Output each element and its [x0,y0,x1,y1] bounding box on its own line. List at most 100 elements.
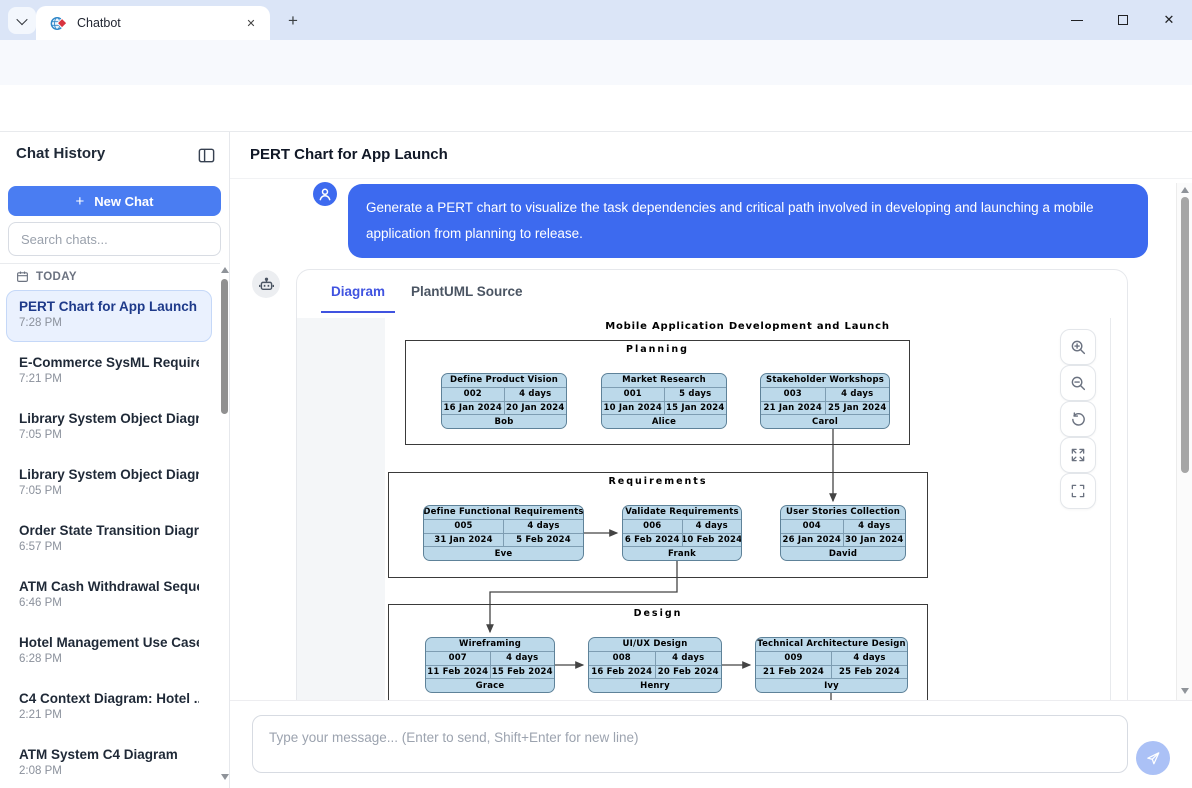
task-code: 008 [589,651,655,665]
sidebar-scrollbar[interactable] [220,263,229,788]
diagram-tabs: Diagram PlantUML Source [297,270,1127,318]
chat-history-list: PERT Chart for App Launch 7:28 PM E-Comm… [0,290,218,788]
task-start-date: 10 Jan 2024 [602,401,664,415]
chat-history-item[interactable]: Library System Object Diagr... 7:05 PM [6,458,212,510]
zoom-in-button[interactable] [1060,329,1096,365]
task-code: 003 [761,387,825,401]
maximize-icon [1118,15,1128,25]
task-duration: 4 days [682,519,741,533]
task-name: Define Product Vision [442,374,566,387]
window-close-button[interactable]: ✕ [1158,10,1180,30]
pert-chart-canvas: Mobile Application Development and Launc… [385,318,1110,700]
task-name: UI/UX Design [589,638,721,651]
browser-tab[interactable]: Chatbot ✕ [36,6,270,40]
scroll-up-icon[interactable] [1181,187,1189,193]
task-duration: 4 days [504,519,583,533]
scroll-up-icon[interactable] [221,267,229,273]
pert-task: Wireframing 007 4 days 11 Feb 2024 15 Fe… [425,637,555,693]
chat-history-item[interactable]: E-Commerce SysML Require... 7:21 PM [6,346,212,398]
pert-task: Market Research 001 5 days 10 Jan 2024 1… [601,373,727,429]
task-end-date: 15 Jan 2024 [664,401,726,415]
task-name: Validate Requirements [623,506,741,519]
chat-scrollbar-thumb[interactable] [1181,197,1189,473]
user-message-avatar [313,182,337,206]
window-maximize-button[interactable] [1112,10,1134,30]
chat-item-title: C4 Context Diagram: Hotel ... [19,691,199,706]
task-duration: 4 days [490,651,554,665]
new-chat-button[interactable]: +New Chat [8,186,221,216]
chat-item-time: 6:28 PM [19,653,62,665]
pert-task: Technical Architecture Design 009 4 days… [755,637,908,693]
task-name: Stakeholder Workshops [761,374,889,387]
messages-area: Generate a PERT chart to visualize the t… [230,178,1192,700]
chat-history-item[interactable]: Library System Object Diagr... 7:05 PM [6,402,212,454]
task-name: Technical Architecture Design [756,638,907,651]
minimize-icon [1071,19,1083,21]
chat-history-item[interactable]: C4 Context Diagram: Hotel ... 2:21 PM [6,682,212,734]
task-name: User Stories Collection [781,506,905,519]
chat-item-title: ATM System C4 Diagram [19,747,178,762]
chat-history-item[interactable]: Order State Transition Diagra... 6:57 PM [6,514,212,566]
new-tab-button[interactable]: + [288,11,298,30]
pert-task: Define Product Vision 002 4 days 16 Jan … [441,373,567,429]
task-owner: Frank [623,547,741,560]
tab-plantuml-source[interactable]: PlantUML Source [411,284,523,299]
task-owner: Eve [424,547,583,560]
task-end-date: 20 Feb 2024 [655,665,721,679]
chevron-down-icon [16,13,28,25]
chat-item-time: 6:57 PM [19,541,62,553]
task-start-date: 31 Jan 2024 [424,533,503,547]
chat-item-title: Hotel Management Use Case [19,635,199,650]
fullscreen-button[interactable] [1060,473,1096,509]
user-message-bubble: Generate a PERT chart to visualize the t… [348,184,1148,258]
scroll-down-icon[interactable] [221,774,229,780]
task-end-date: 30 Jan 2024 [843,533,905,547]
expand-button[interactable] [1060,437,1096,473]
chat-history-item[interactable]: ATM Cash Withdrawal Seque... 6:46 PM [6,570,212,622]
task-duration: 4 days [504,387,566,401]
tab-search-button[interactable] [8,7,36,34]
pert-task: Define Functional Requirements 005 4 day… [423,505,584,561]
sidebar-scrollbar-thumb[interactable] [221,279,228,414]
window-minimize-button[interactable] [1066,10,1088,30]
chat-item-time: 7:05 PM [19,485,62,497]
favicon-visual-paradigm [50,15,67,32]
chat-item-time: 2:08 PM [19,765,62,777]
task-owner: Ivy [756,679,907,692]
task-code: 001 [602,387,664,401]
pert-section-label: Requirements [608,476,708,487]
scroll-down-icon[interactable] [1181,688,1189,694]
task-end-date: 10 Feb 2024 [682,533,741,547]
diagram-viewport: Mobile Application Development and Launc… [297,318,1111,700]
tab-diagram[interactable]: Diagram [321,284,396,313]
pert-task: Validate Requirements 006 4 days 6 Feb 2… [622,505,742,561]
task-start-date: 11 Feb 2024 [426,665,490,679]
task-code: 007 [426,651,490,665]
chat-item-title: Order State Transition Diagra... [19,523,199,538]
reset-zoom-button[interactable] [1060,401,1096,437]
search-chats-input[interactable] [8,222,221,256]
chat-history-item[interactable]: PERT Chart for App Launch 7:28 PM [6,290,212,342]
send-button[interactable] [1136,741,1170,775]
today-section-header: TODAY [16,270,77,283]
message-input-area [230,700,1192,788]
task-code: 002 [442,387,504,401]
task-code: 009 [756,651,831,665]
app-header: Chatbot Powered by Visual Paradigm More … [0,85,1192,209]
chat-item-time: 2:21 PM [19,709,62,721]
task-name: Market Research [602,374,726,387]
task-owner: David [781,547,905,560]
sidebar-divider [0,263,220,264]
tab-close-icon[interactable]: ✕ [246,16,256,30]
chat-item-title: E-Commerce SysML Require... [19,355,199,370]
task-name: Define Functional Requirements [424,506,583,519]
chat-item-title: Library System Object Diagr... [19,467,199,482]
collapse-sidebar-icon[interactable] [197,146,217,166]
chat-scrollbar[interactable] [1176,183,1192,700]
chat-history-item[interactable]: ATM System C4 Diagram 2:08 PM [6,738,212,788]
zoom-out-button[interactable] [1060,365,1096,401]
task-code: 004 [781,519,843,533]
message-input[interactable] [252,715,1128,773]
task-end-date: 25 Feb 2024 [832,665,907,679]
chat-history-item[interactable]: Hotel Management Use Case 6:28 PM [6,626,212,678]
